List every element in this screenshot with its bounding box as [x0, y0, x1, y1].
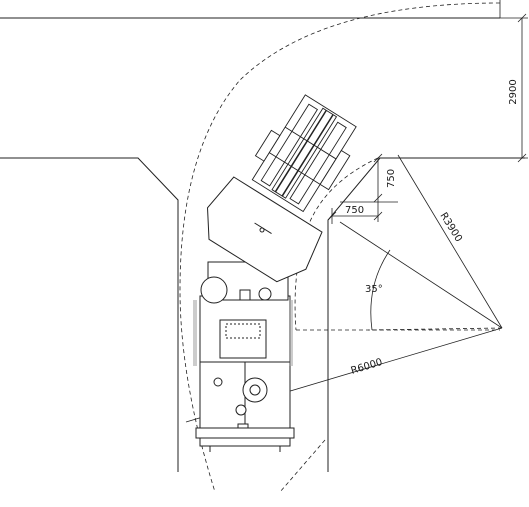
- machine-boom-arm: [251, 94, 357, 213]
- dimension-750-vertical: [340, 153, 398, 203]
- rear-lamp: [235, 404, 247, 416]
- dim-label-2900: 2900: [508, 79, 519, 104]
- dim-label-750-horizontal: 750: [345, 205, 364, 216]
- rear-wheel-left: [213, 377, 223, 387]
- inner-sweep-envelope: [294, 157, 500, 331]
- machine-front-body: [207, 176, 323, 283]
- pivot-joint: [258, 287, 272, 301]
- road-boundary-lines: [0, 17, 525, 472]
- right-upper-wall: [327, 157, 525, 472]
- engine-hatch: [225, 323, 261, 339]
- fuel-tank: [200, 276, 228, 304]
- angle-arc: [370, 249, 391, 331]
- rear-track-hatching: [193, 300, 293, 366]
- angle-label: 35°: [365, 284, 383, 295]
- radius-outer-label: R6000: [350, 357, 384, 377]
- dimension-750-horizontal: [327, 202, 383, 224]
- machine-rear-chassis: [195, 295, 295, 452]
- outer-sweep-envelope: [179, 2, 501, 493]
- left-upper-wall: [0, 157, 179, 472]
- dim-label-750-vertical: 750: [386, 169, 397, 188]
